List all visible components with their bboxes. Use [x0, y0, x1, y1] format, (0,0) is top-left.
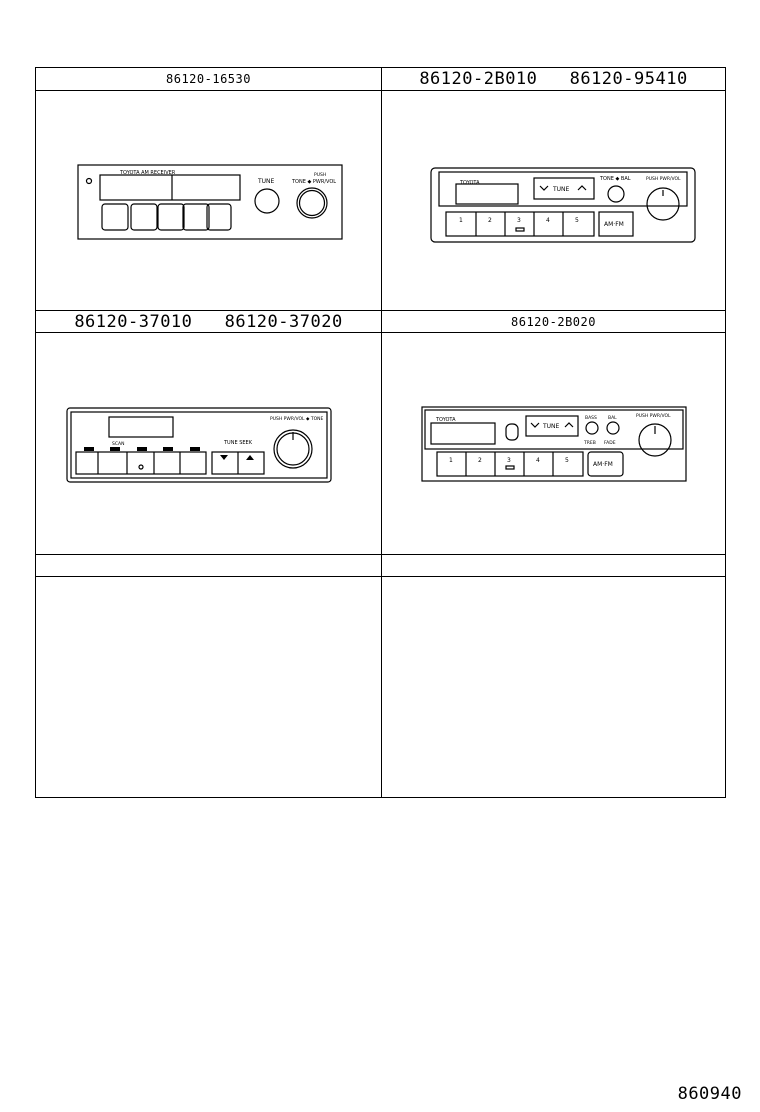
- part-number-header: 86120-2B020: [511, 314, 596, 329]
- radio-d-tune-label: TUNE: [542, 423, 560, 430]
- radio-b-preset-label: 5: [575, 217, 579, 224]
- radio-a-tune-label: TUNE: [257, 178, 275, 185]
- row-rule: [36, 90, 725, 91]
- radio-b-pwr-label: PUSH PWR/VOL: [646, 176, 681, 182]
- radio-c-scan-label: SCAN: [112, 441, 124, 447]
- radio-b-brand: TOYOTA: [459, 180, 480, 186]
- radio-a-illustration: [77, 164, 343, 240]
- radio-d-preset-label: 2: [478, 457, 482, 464]
- radio-c-seek-label: TUNE SEEK: [223, 440, 253, 446]
- radio-b-preset-label: 4: [546, 217, 550, 224]
- radio-d-fade-label: FADE: [604, 440, 616, 446]
- column-rule: [381, 68, 382, 797]
- part-number-header: 86120-16530: [166, 72, 251, 86]
- radio-d-treb-label: TREB: [583, 440, 596, 446]
- radio-d-band-label: AM·FM: [593, 461, 613, 468]
- row-rule: [36, 576, 725, 577]
- radio-b-preset-label: 1: [459, 217, 463, 224]
- radio-d-brand: TOYOTA: [435, 417, 456, 423]
- radio-d-preset-label: 4: [536, 457, 540, 464]
- radio-b-illustration: [430, 167, 696, 243]
- radio-d-preset-label: 3: [507, 457, 511, 464]
- radio-c-illustration: [66, 407, 332, 483]
- row-rule: [36, 554, 725, 555]
- radio-d-pwr-label: PUSH PWR/VOL: [636, 413, 671, 419]
- radio-b-tone-bal-label: TONE ◆ BAL: [599, 176, 631, 182]
- radio-d-bass-label: BASS: [585, 415, 597, 421]
- radio-b-tune-label: TUNE: [552, 186, 570, 193]
- radio-d-preset-label: 1: [449, 457, 453, 464]
- parts-table: 86120-16530 86120-2B010 86120-95410 8612…: [35, 67, 726, 798]
- row-rule: [36, 310, 725, 311]
- part-number-header: 86120-37010 86120-37020: [74, 311, 343, 332]
- radio-a-knob-top: PUSH: [314, 172, 326, 178]
- page-number: 860940: [677, 1084, 742, 1104]
- radio-d-illustration: [421, 406, 687, 482]
- radio-b-band-label: AM·FM: [604, 221, 624, 228]
- radio-d-bal-label: BAL: [608, 415, 617, 421]
- row-rule: [36, 332, 725, 333]
- part-number-header: 86120-2B010 86120-95410: [419, 69, 688, 89]
- radio-b-preset-label: 3: [517, 217, 521, 224]
- radio-d-preset-label: 5: [565, 457, 569, 464]
- radio-b-preset-label: 2: [488, 217, 492, 224]
- radio-a-knob-label: TONE ◆ PWR/VOL: [291, 179, 336, 185]
- radio-a-brand: TOYOTA AM RECEIVER: [119, 170, 176, 176]
- radio-c-pwr-label: PUSH PWR/VOL ◆ TONE: [270, 416, 324, 422]
